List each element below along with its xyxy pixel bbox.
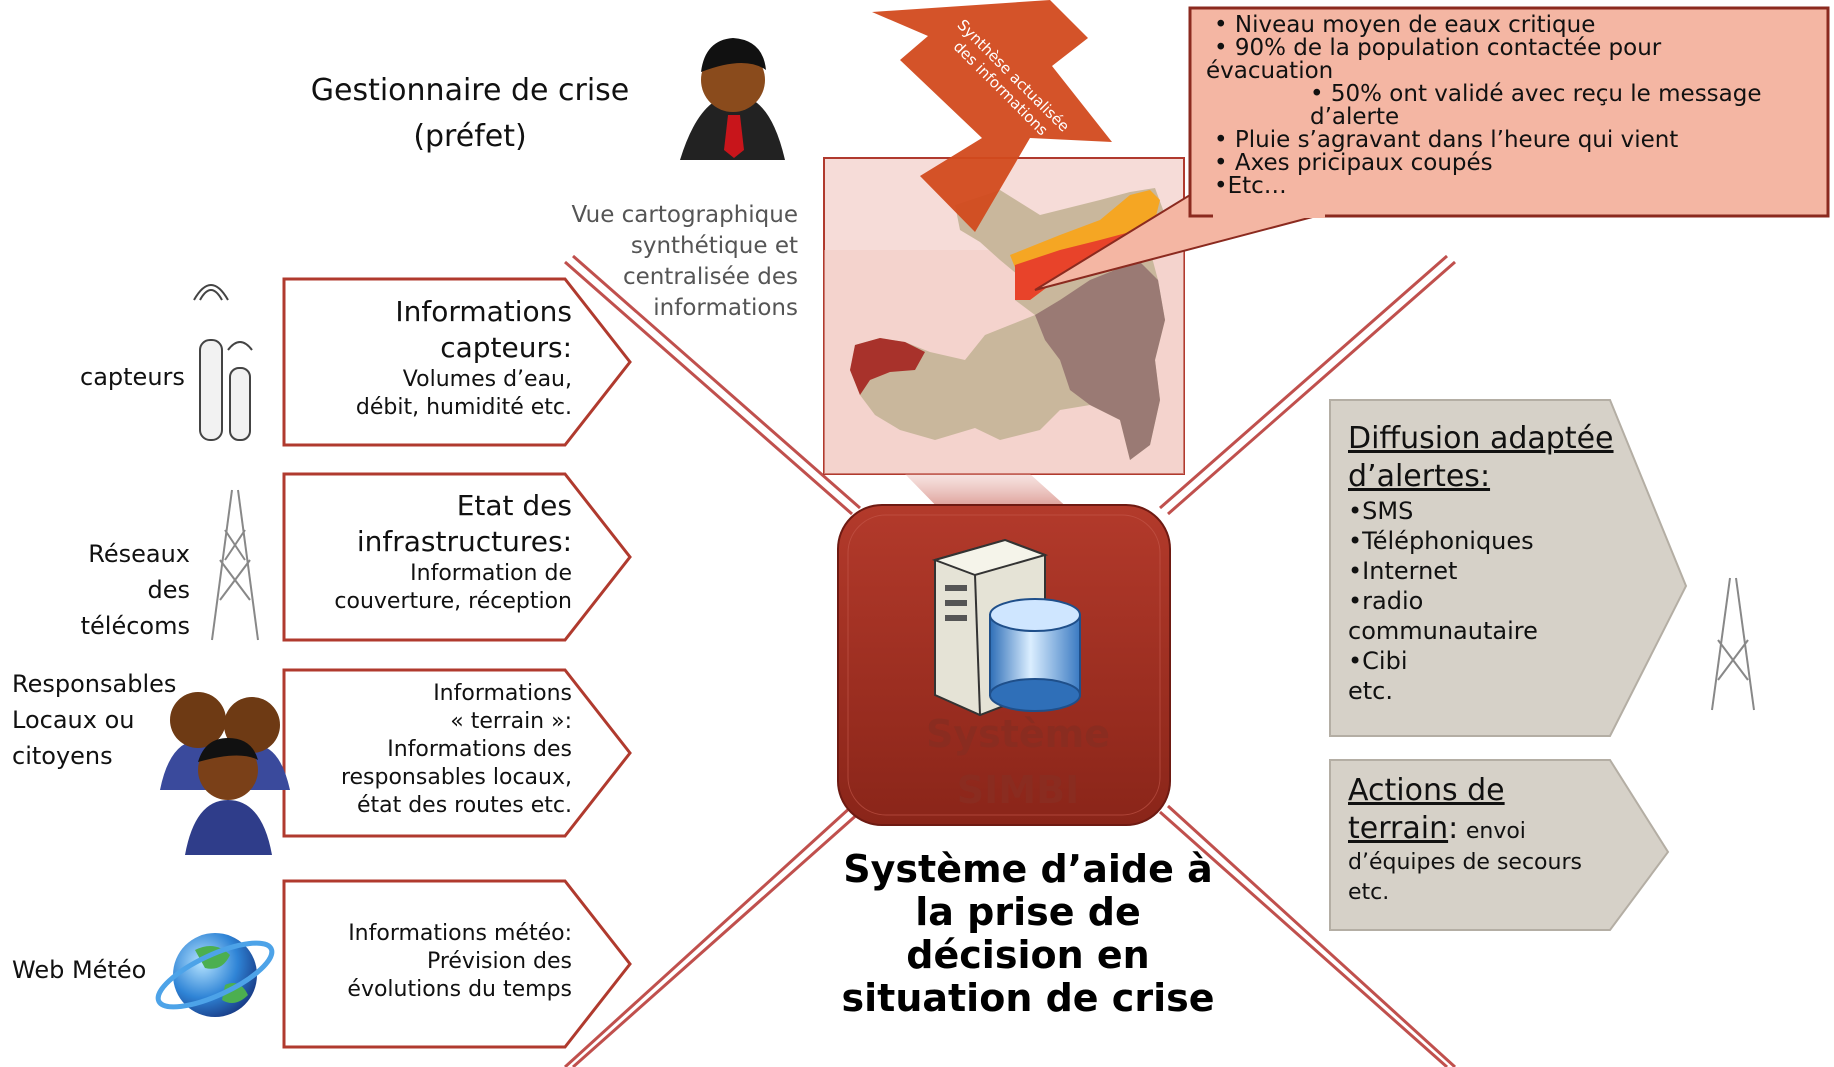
callout-line: •Etc… <box>1214 173 1287 199</box>
diffusion-item: communautaire <box>1348 617 1538 645</box>
responsables-label-line: Locaux ou <box>12 706 135 734</box>
diffusion-item: •Cibi <box>1348 647 1408 675</box>
actions-box-text: Actions de terrain: envoi d’équipes de s… <box>1348 772 1608 908</box>
diffusion-box-text: Diffusion adaptée d’alertes: •SMS •Télép… <box>1348 420 1628 706</box>
actions-colon: : <box>1448 811 1459 846</box>
globe-icon <box>155 933 275 1017</box>
source-label-telecoms: Réseaux des télécoms <box>40 536 190 644</box>
source-chevrons <box>282 277 632 1049</box>
map-caption-line: synthétique et <box>630 233 798 259</box>
manager-label: Gestionnaire de crise (préfet) <box>300 68 640 160</box>
map-caption-line: informations <box>653 295 798 321</box>
callout-line: évacuation <box>1206 58 1334 84</box>
diffusion-title-line: Diffusion adaptée <box>1348 421 1614 456</box>
source-label-responsables: Responsables Locaux ou citoyens <box>12 666 176 774</box>
actions-body-line: etc. <box>1348 880 1390 905</box>
telecoms-label-line: télécoms <box>80 612 190 640</box>
map-panel <box>823 157 1185 520</box>
chevron-body-line: débit, humidité etc. <box>355 395 572 420</box>
chevron-terrain-text: Informations « terrain »: Informations d… <box>300 680 572 820</box>
actions-title-line: terrain <box>1348 811 1449 846</box>
map-caption-line: Vue cartographique <box>571 202 798 228</box>
chevron-infra-text: Etat des infrastructures: Information de… <box>300 488 572 616</box>
diffusion-item: etc. <box>1348 677 1393 705</box>
chevron-title-line: capteurs: <box>440 331 572 364</box>
center-title-line: Système d’aide à <box>843 847 1213 891</box>
callout-line: • 50% ont validé avec reçu le message <box>1310 81 1762 107</box>
chevron-body-line: Information de <box>410 561 572 586</box>
chevron-capteurs-text: Informations capteurs: Volumes d’eau, dé… <box>300 294 572 422</box>
people-group-icon <box>160 692 290 855</box>
chevron-body-line: « terrain »: <box>450 709 572 734</box>
map-caption-line: centralisée des <box>622 264 798 290</box>
chevron-title-line: Etat des <box>456 489 572 522</box>
map-caption: Vue cartographique synthétique et centra… <box>520 200 798 324</box>
actions-title-line: Actions de <box>1348 773 1505 808</box>
actions-inline: envoi <box>1465 819 1526 844</box>
chevron-body-line: Informations <box>433 681 572 706</box>
chevron-body-line: Informations météo: <box>348 921 572 946</box>
chevron-title-line: Informations <box>395 295 572 328</box>
alert-callout-shape <box>1034 6 1830 291</box>
telecoms-label-line: Réseaux des <box>88 540 190 604</box>
manager-person-icon <box>680 38 785 160</box>
callout-line: • 90% de la population contactée pour <box>1214 35 1662 61</box>
simbi-system-block <box>837 504 1171 826</box>
source-label-web-meteo: Web Météo <box>12 956 147 984</box>
diffusion-item: •SMS <box>1348 497 1414 525</box>
callout-line: • Pluie s’agravant dans l’heure qui vien… <box>1214 127 1679 153</box>
center-title-line: la prise de <box>915 890 1141 934</box>
diagonal-lines <box>563 254 1457 1067</box>
callout-line: • Axes pricipaux coupés <box>1214 150 1493 176</box>
chevron-body-line: Informations des <box>387 737 572 762</box>
system-line-1: Système <box>925 712 1111 756</box>
chevron-body-line: état des routes etc. <box>356 793 572 818</box>
chevron-body-line: Prévision des <box>426 949 572 974</box>
diffusion-item: •Téléphoniques <box>1348 527 1534 555</box>
chevron-body-line: Volumes d’eau, <box>402 367 572 392</box>
diffusion-item: •radio <box>1348 587 1424 615</box>
diffusion-item: •Internet <box>1348 557 1458 585</box>
responsables-label-line: citoyens <box>12 742 113 770</box>
synthesis-arrow <box>872 0 1112 232</box>
actions-title-row: terrain: envoi <box>1348 810 1608 848</box>
actions-body-line: d’équipes de secours <box>1348 850 1582 875</box>
chevron-title-line: infrastructures: <box>356 525 572 558</box>
chevron-meteo-text: Informations météo: Prévision des évolut… <box>300 920 572 1004</box>
center-title-line: décision en <box>906 933 1150 977</box>
telecom-tower-right-icon <box>1711 577 1755 711</box>
telecom-tower-icon <box>211 489 259 641</box>
diffusion-title-line: d’alertes: <box>1348 459 1491 494</box>
chevron-body-line: couverture, réception <box>334 589 572 614</box>
manager-line-1: Gestionnaire de crise <box>310 73 630 108</box>
sensor-icon <box>193 284 253 441</box>
alert-callout-text: • Niveau moyen de eaux critique • 90% de… <box>1206 14 1816 198</box>
system-line-2: SIMBI <box>956 768 1080 812</box>
source-label-capteurs: capteurs <box>80 363 185 391</box>
system-name: Système SIMBI <box>868 706 1168 818</box>
center-title-line: situation de crise <box>841 976 1215 1020</box>
callout-line: d’alerte <box>1310 104 1400 130</box>
center-title: Système d’aide à la prise de décision en… <box>838 848 1218 1020</box>
manager-line-2: (préfet) <box>413 119 527 154</box>
output-boxes <box>1329 399 1688 931</box>
callout-line: • Niveau moyen de eaux critique <box>1214 12 1596 38</box>
responsables-label-line: Responsables <box>12 670 177 698</box>
chevron-body-line: évolutions du temps <box>347 977 572 1002</box>
chevron-body-line: responsables locaux, <box>340 765 572 790</box>
